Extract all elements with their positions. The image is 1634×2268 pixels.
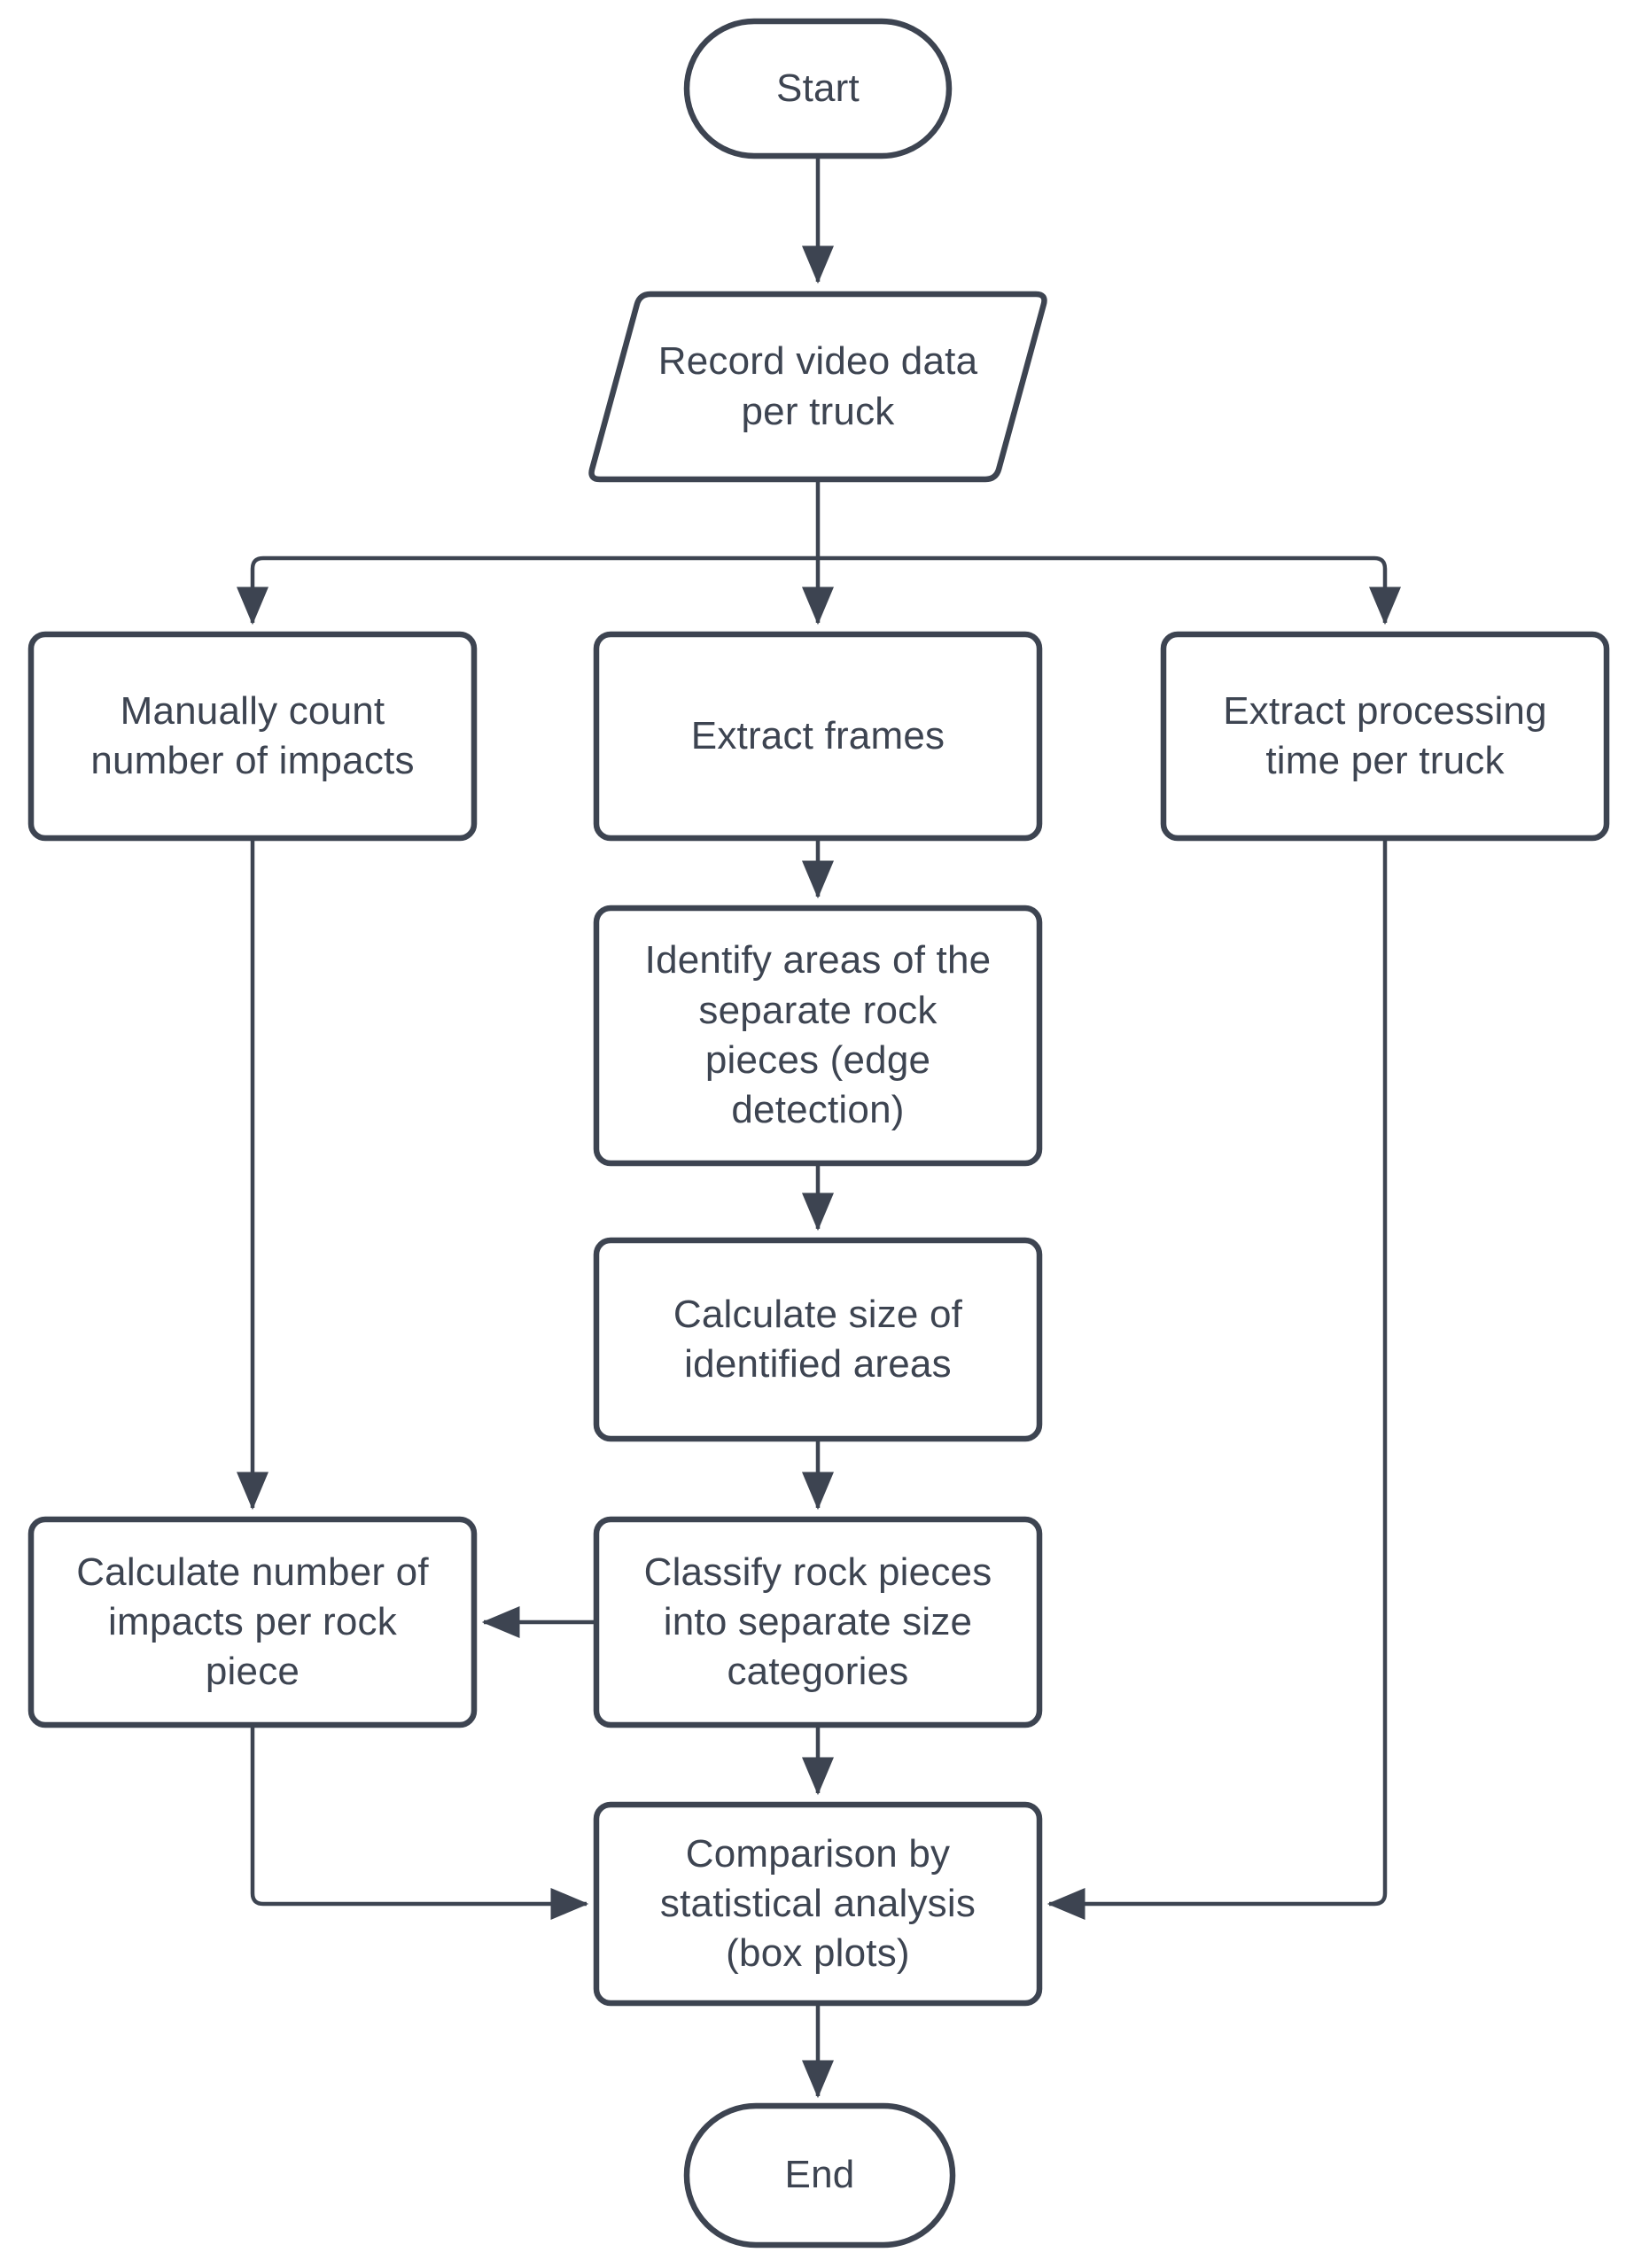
calc-impacts-process-shape (27, 1516, 478, 1728)
manual-count-process-shape (27, 631, 478, 842)
classify-process-shape (593, 1516, 1043, 1728)
edge-record-to-extract-time (818, 555, 1401, 625)
calc-size-process-shape (593, 1237, 1043, 1442)
edge-record-to-manual-count (237, 555, 818, 625)
edge-extract-time-to-comparison (1047, 838, 1388, 1920)
record-video-parallelogram-shape (588, 291, 1047, 483)
start-terminator-shape (683, 18, 953, 159)
extract-frames-process-shape (593, 631, 1043, 842)
extract-time-process-shape (1160, 631, 1610, 842)
comparison-process-shape (593, 1801, 1043, 2007)
end-terminator-shape (683, 2102, 956, 2249)
edge-calc-impacts-to-comparison (250, 1725, 589, 1920)
identify-areas-process-shape (593, 905, 1043, 1167)
